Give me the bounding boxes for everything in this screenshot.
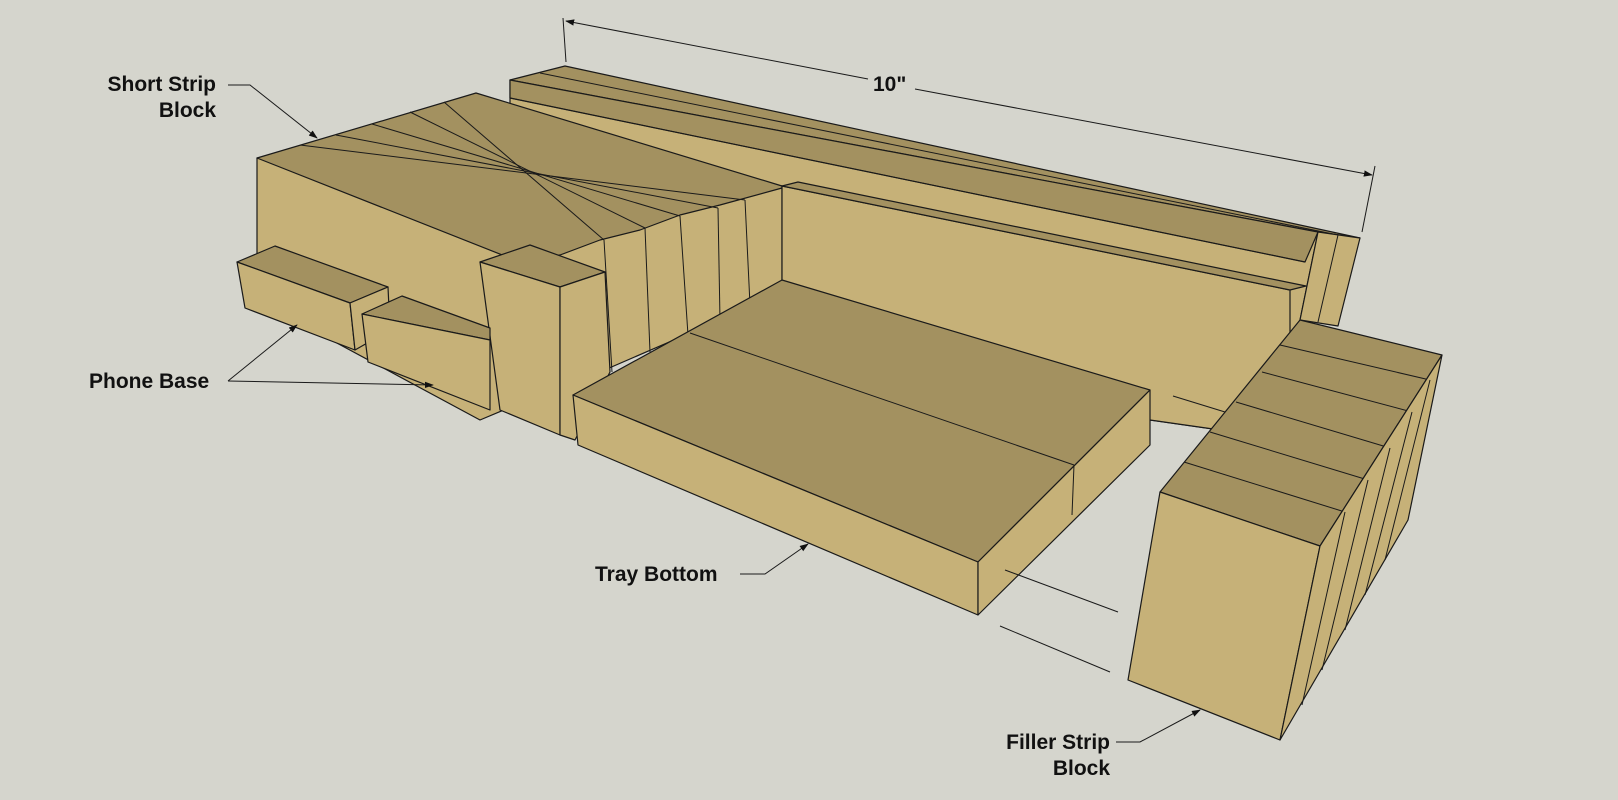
phone-base-left (236, 245, 391, 351)
separation-lines (999, 395, 1226, 673)
phone-base-label: Phone Base (89, 370, 210, 393)
tray-bottom (572, 279, 1151, 616)
tray-bottom-label: Tray Bottom (595, 563, 718, 586)
short-strip-block-label: Short Strip Block (70, 72, 217, 124)
phone-base-right (361, 295, 491, 411)
filler-strip-block (1127, 319, 1443, 741)
leader-lines (227, 84, 1201, 743)
tall-middle-block (479, 244, 611, 441)
filler-strip-block-label: Filler Strip Block (960, 730, 1110, 782)
filler-strip-block-label-line1: Filler Strip (1006, 731, 1110, 754)
short-strip-block-label-line2: Block (158, 99, 216, 122)
dimension-label: 10" (873, 73, 907, 96)
dimension-10in (562, 17, 1376, 233)
filler-strip-block-label-line2: Block (1052, 757, 1110, 780)
short-strip-block-label-line1: Short Strip (107, 73, 217, 96)
